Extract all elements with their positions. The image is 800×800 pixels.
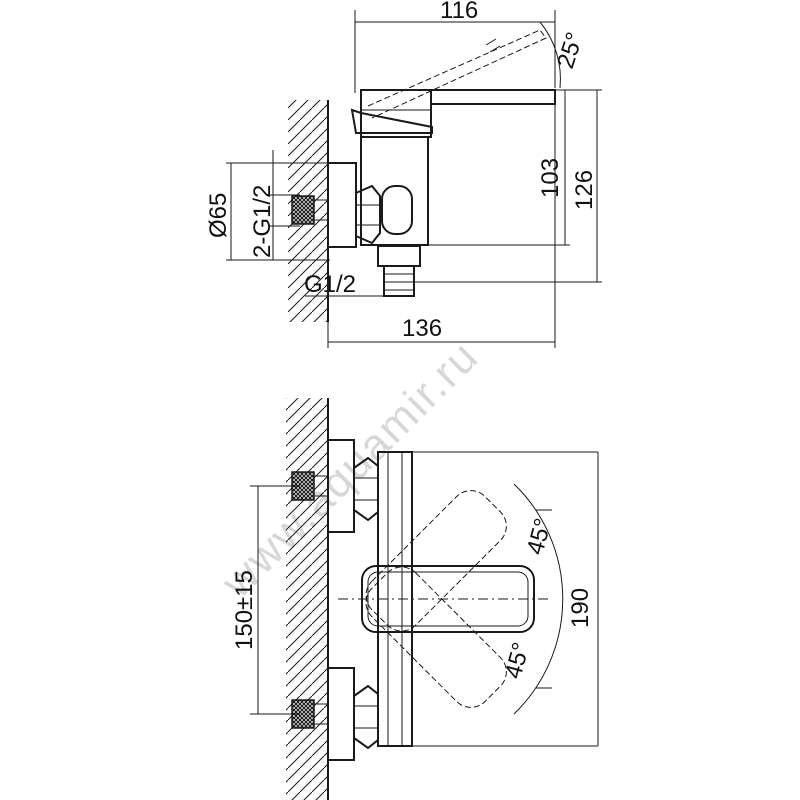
side-cap xyxy=(360,89,432,138)
front-lever xyxy=(361,565,535,633)
side-lever-raised xyxy=(367,29,547,119)
dim-126: 126 xyxy=(571,170,598,210)
dim-116: 116 xyxy=(440,0,478,24)
side-inlet-connector xyxy=(291,195,315,225)
dim-g12: G1/2 xyxy=(304,271,356,298)
front-lever-ghost-up xyxy=(365,490,507,632)
side-lever xyxy=(350,108,433,134)
front-escutcheon-lower xyxy=(327,667,355,761)
dim-diameter-65: Ø65 xyxy=(205,193,232,238)
dim-45-deg-up: 45° xyxy=(522,516,557,558)
front-view: 45° 45° 190 150±15 xyxy=(231,398,599,800)
dim-25-deg: 25° xyxy=(552,29,589,72)
dim-190: 190 xyxy=(567,588,594,628)
side-view: 116 25° 103 126 Ø65 2-G1/2 G1/2 136 xyxy=(205,0,602,348)
side-nut xyxy=(355,184,381,245)
side-window xyxy=(381,185,413,235)
front-nut-lower xyxy=(353,684,379,750)
side-outlet-nut xyxy=(377,245,421,267)
side-spout xyxy=(430,89,556,105)
front-wall-hatch xyxy=(286,398,328,800)
front-lever-ghost-down xyxy=(365,566,507,708)
side-outlet-thread xyxy=(383,265,415,297)
dim-2-g12: 2-G1/2 xyxy=(249,185,276,258)
side-escutcheon xyxy=(327,162,357,248)
dim-45-deg-down: 45° xyxy=(500,640,535,682)
dim-136: 136 xyxy=(402,315,442,342)
dim-150-15: 150±15 xyxy=(231,570,258,650)
side-body xyxy=(360,136,429,246)
dim-103: 103 xyxy=(537,158,564,198)
